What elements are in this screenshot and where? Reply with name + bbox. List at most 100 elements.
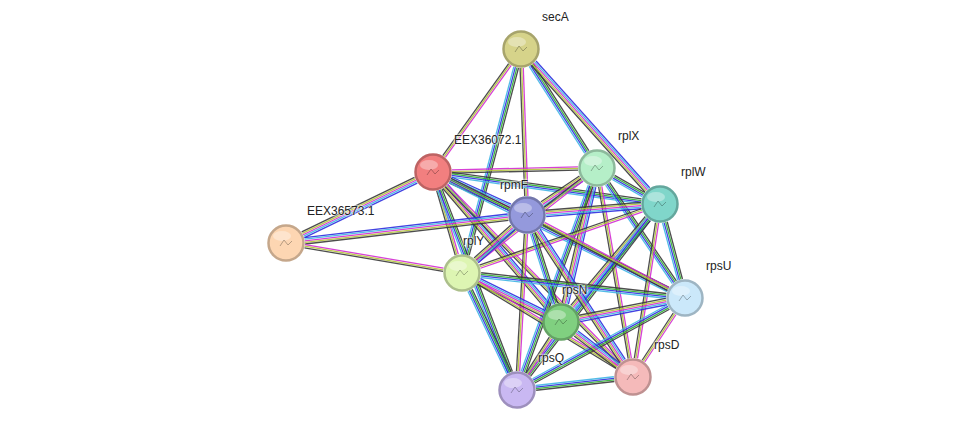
evidence-line (664, 223, 679, 280)
node-highlight (647, 192, 665, 202)
node-fill (445, 256, 480, 291)
node-circle (641, 185, 679, 223)
protein-label: rpsQ (538, 351, 564, 365)
evidence-line (532, 64, 646, 191)
node-highlight (449, 261, 467, 271)
evidence-line (469, 291, 508, 374)
node-circle (443, 254, 481, 292)
interaction-edge (478, 279, 546, 317)
protein-node: rpsN (542, 303, 580, 341)
protein-label: EEX36573.1 (307, 204, 374, 218)
node-circle (614, 358, 652, 396)
evidence-line (546, 204, 641, 212)
evidence-line (305, 245, 444, 269)
structure-glyph (591, 165, 603, 171)
evidence-line (543, 225, 667, 290)
evidence-line (468, 291, 507, 374)
node-highlight (273, 231, 291, 241)
protein-label: rpmF (500, 178, 528, 192)
evidence-line (544, 224, 668, 289)
interaction-edge (663, 222, 683, 281)
node-fill (500, 373, 535, 408)
node-fill (269, 226, 304, 261)
node-highlight (504, 378, 522, 388)
node-fill (416, 155, 451, 190)
structure-glyph (679, 295, 691, 301)
protein-label: rplW (681, 165, 706, 179)
protein-label: rpsD (654, 338, 679, 352)
node-highlight (420, 160, 438, 170)
evidence-line (663, 223, 678, 280)
evidence-line (471, 290, 510, 373)
structure-glyph (456, 270, 468, 276)
node-circle (578, 149, 616, 187)
protein-label: secA (542, 10, 569, 24)
structure-glyph (515, 46, 527, 52)
evidence-line (535, 232, 557, 303)
interaction-edge (531, 61, 649, 192)
evidence-line (480, 280, 545, 312)
node-fill (580, 151, 615, 186)
node-fill (504, 32, 539, 67)
evidence-line (481, 278, 666, 299)
evidence-line (531, 65, 645, 192)
protein-label: EEX36072.1 (454, 133, 521, 147)
evidence-line (536, 378, 614, 387)
structure-glyph (654, 201, 666, 207)
evidence-line (452, 170, 578, 173)
evidence-line (466, 67, 515, 254)
interaction-edge (468, 289, 511, 374)
interaction-edge (543, 222, 669, 290)
evidence-line (529, 66, 585, 153)
interaction-edge (527, 218, 651, 377)
evidence-line (520, 68, 525, 196)
protein-node: rplY (443, 254, 481, 292)
structure-glyph (427, 169, 439, 175)
evidence-line (546, 202, 641, 210)
evidence-line (534, 233, 556, 304)
node-circle (414, 153, 452, 191)
evidence-line (532, 233, 554, 304)
evidence-line (542, 177, 580, 203)
protein-label: rplY (463, 234, 484, 248)
node-fill (643, 187, 678, 222)
protein-node: rplX (578, 149, 616, 187)
structure-glyph (555, 319, 567, 325)
node-highlight (508, 37, 526, 47)
node-circle (267, 224, 305, 262)
node-circle (508, 196, 546, 234)
evidence-line (578, 331, 620, 363)
node-circle (542, 303, 580, 341)
node-fill (510, 198, 545, 233)
node-highlight (584, 156, 602, 166)
evidence-line (302, 179, 415, 233)
interaction-edge (304, 245, 443, 272)
evidence-line (577, 332, 619, 364)
evidence-line (479, 281, 544, 313)
interaction-edge (529, 64, 589, 154)
evidence-line (305, 246, 444, 270)
node-highlight (514, 203, 532, 213)
protein-node: rpsQ (498, 371, 536, 409)
interaction-edge (452, 167, 578, 173)
protein-node: EEX36573.1 (267, 224, 305, 262)
evidence-line (575, 335, 617, 367)
node-circle (502, 30, 540, 68)
node-circle (498, 371, 536, 409)
protein-label: rpsN (562, 283, 587, 297)
evidence-line (531, 65, 587, 152)
structure-glyph (627, 374, 639, 380)
evidence-line (472, 289, 511, 372)
protein-node: rpsU (666, 279, 704, 317)
structure-glyph (280, 240, 292, 246)
interaction-edge (541, 176, 583, 207)
protein-node: rpsD (614, 358, 652, 396)
evidence-line (613, 178, 643, 195)
evidence-line (666, 222, 681, 279)
node-highlight (672, 286, 690, 296)
protein-label: rplX (618, 129, 639, 143)
protein-node: EEX36072.1 (414, 153, 452, 191)
evidence-line (536, 377, 614, 386)
evidence-line (535, 62, 649, 189)
